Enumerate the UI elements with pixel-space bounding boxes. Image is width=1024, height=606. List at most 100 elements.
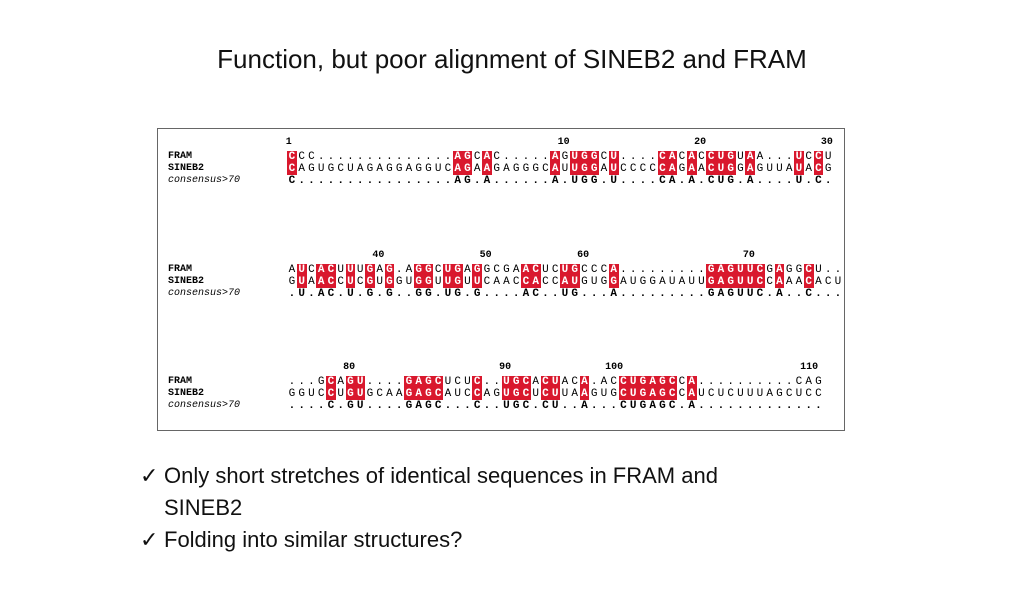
residue: U <box>444 376 452 388</box>
residue: G <box>512 163 520 175</box>
residue: . <box>639 288 647 300</box>
residue: A <box>483 175 491 187</box>
residue: . <box>824 264 832 276</box>
residue: . <box>317 151 325 163</box>
residue: U <box>464 376 471 388</box>
sequence-label: consensus>70 <box>168 175 241 186</box>
residue: A <box>774 264 785 276</box>
residue: A <box>337 376 344 388</box>
residue: A <box>774 276 785 288</box>
residue: C <box>493 151 500 163</box>
residue: C <box>667 388 677 400</box>
residue: U <box>776 163 783 175</box>
residue: C <box>815 388 822 400</box>
residue: U <box>434 276 442 288</box>
residue: . <box>532 400 539 412</box>
residue: U <box>337 264 344 276</box>
residue: U <box>298 288 305 300</box>
residue: . <box>512 288 520 300</box>
residue: . <box>532 151 539 163</box>
residue: A <box>571 388 578 400</box>
residue: C <box>326 388 336 400</box>
residue: U <box>717 175 725 187</box>
residue: . <box>756 376 764 388</box>
residue: U <box>560 264 570 276</box>
residue: C <box>288 175 296 187</box>
residue: U <box>444 288 452 300</box>
residue: G <box>365 276 375 288</box>
residue: G <box>413 264 424 276</box>
residue: . <box>620 151 627 163</box>
residue: G <box>327 163 335 175</box>
residue: . <box>688 288 695 300</box>
ruler-tick: 100 <box>605 362 624 373</box>
residue: C <box>805 388 812 400</box>
residue: C <box>521 388 531 400</box>
residue: A <box>667 151 677 163</box>
residue: . <box>366 151 374 163</box>
residue: C <box>287 163 297 175</box>
residue: . <box>649 151 656 163</box>
residue: A <box>454 175 461 187</box>
residue: U <box>698 276 705 288</box>
residue: U <box>434 163 442 175</box>
residue: G <box>678 163 686 175</box>
residue: . <box>727 376 734 388</box>
residue: C <box>657 163 668 175</box>
residue: A <box>686 376 697 388</box>
residue: G <box>727 175 734 187</box>
residue: C <box>727 388 734 400</box>
residue: C <box>521 376 531 388</box>
residue: . <box>746 400 754 412</box>
residue: A <box>503 163 510 175</box>
residue: G <box>472 264 482 276</box>
residue: A <box>298 163 305 175</box>
residue: G <box>639 400 647 412</box>
residue: G <box>493 163 500 175</box>
residue: C <box>618 388 629 400</box>
residue: U <box>766 163 773 175</box>
residue: . <box>395 288 403 300</box>
residue: U <box>794 163 804 175</box>
residue: G <box>345 388 356 400</box>
residue: G <box>423 388 434 400</box>
residue: C <box>356 276 364 288</box>
residue: G <box>657 388 668 400</box>
residue: A <box>512 264 520 276</box>
residue: A <box>482 163 492 175</box>
residue: C <box>707 175 715 187</box>
sequence-label: FRAM <box>168 264 193 275</box>
residue: C <box>493 264 500 276</box>
residue: C <box>571 376 578 388</box>
residue: . <box>503 288 510 300</box>
residue: A <box>746 175 754 187</box>
residue: G <box>413 276 424 288</box>
residue: G <box>462 163 473 175</box>
residue: . <box>464 400 471 412</box>
residue: U <box>472 276 482 288</box>
residue: G <box>288 276 296 288</box>
residue: . <box>649 288 656 300</box>
residue: C <box>667 376 677 388</box>
residue: . <box>376 376 383 388</box>
residue: U <box>629 276 637 288</box>
residue: A <box>386 388 393 400</box>
residue: G <box>404 388 414 400</box>
residue: . <box>308 175 315 187</box>
residue: G <box>317 376 325 388</box>
residue: G <box>405 400 413 412</box>
residue: C <box>512 276 520 288</box>
residue: G <box>425 288 432 300</box>
residue: U <box>501 388 512 400</box>
residue: . <box>308 288 315 300</box>
residue: G <box>423 376 434 388</box>
residue: G <box>659 400 666 412</box>
residue: C <box>542 163 549 175</box>
residue: A <box>600 163 608 175</box>
residue: C <box>298 151 305 163</box>
residue: C <box>707 388 715 400</box>
residue: . <box>395 264 403 276</box>
residue: A <box>530 276 541 288</box>
residue: G <box>493 388 500 400</box>
residue: G <box>366 288 374 300</box>
